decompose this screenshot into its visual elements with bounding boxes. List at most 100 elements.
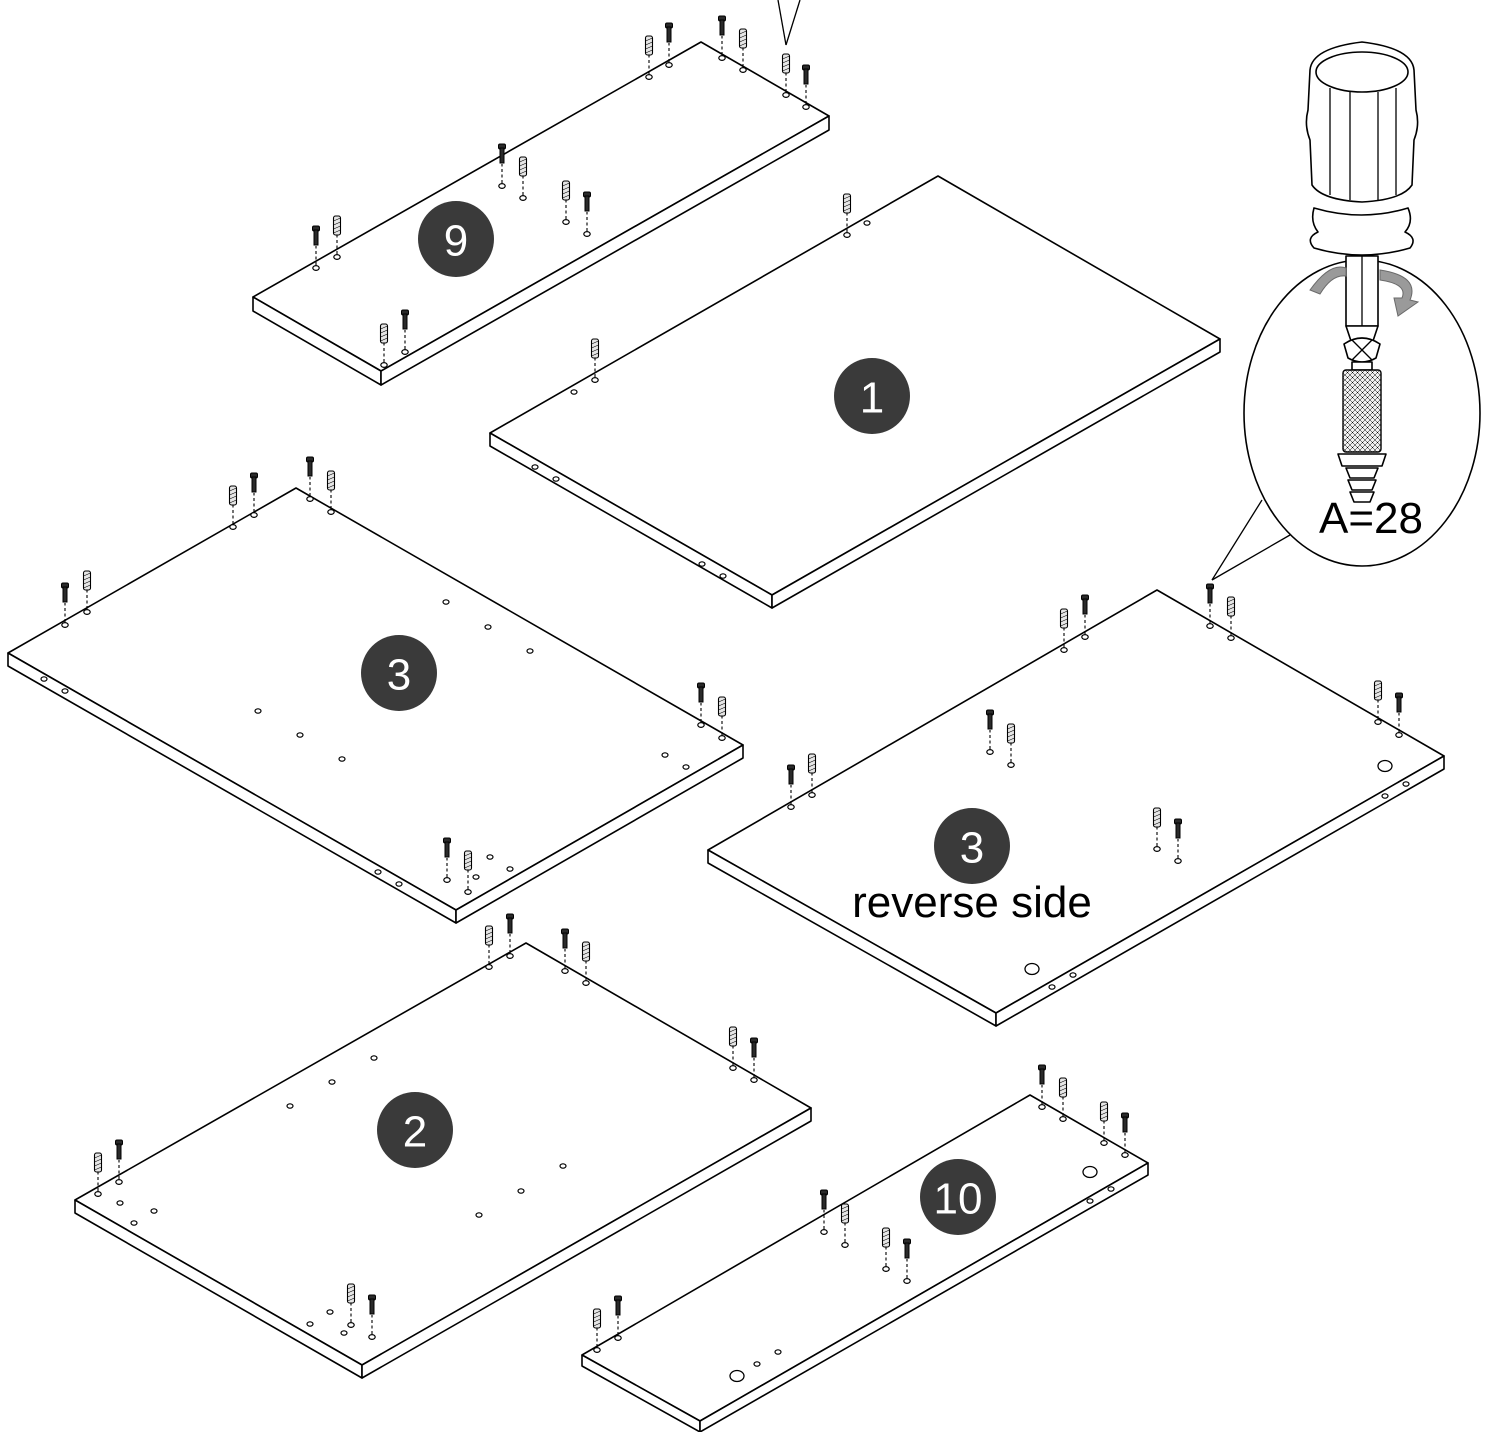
detail-callout: A=28 [1211,41,1481,581]
badge-label-2: 2 [403,1108,427,1157]
drill-hole [526,648,534,654]
badge-panel-9: 9 [418,201,494,277]
drill-hole [150,1208,158,1214]
dowel-icon [592,1308,602,1353]
cam-bolt-icon [583,191,591,238]
badge-label-9: 9 [444,217,468,266]
dowel-icon [881,1227,891,1272]
cam-bolt-icon [443,837,451,883]
badge-panel-1: 1 [834,358,910,434]
drill-hole [254,708,262,714]
dowel-icon [463,850,473,895]
dowel-icon [590,338,600,384]
cam-bolt-icon [498,143,506,190]
drill-hole [1069,972,1077,978]
dowel-icon [1152,807,1162,852]
panel-3 [7,487,744,924]
drill-hole [1107,1186,1115,1192]
drill-hole [116,1200,124,1206]
drill-hole [40,676,48,682]
cam-hole [1082,1165,1098,1179]
badge-label-3: 3 [387,651,411,700]
drill-hole [753,1361,761,1367]
drill-hole [296,732,304,738]
drill-hole [340,1330,348,1336]
drill-hole [719,573,727,579]
badge-label-3-reverse: 3 [960,824,984,873]
drill-hole [338,756,346,762]
dowel-icon [581,941,591,986]
cam-bolt-icon [401,309,409,356]
cam-hole [729,1369,745,1383]
cam-bolt-icon [250,472,258,518]
dowel-icon [93,1152,103,1197]
drill-hole [486,854,494,860]
dowel-icon [82,570,92,615]
cam-bolt-icon [506,913,514,959]
badge-panel-3: 3 [361,635,437,711]
cam-bolt-icon [1121,1112,1129,1158]
panel-10 [581,1094,1149,1432]
cam-bolt-icon [1038,1064,1046,1110]
cam-bolt-icon [820,1189,828,1235]
drill-hole [1048,984,1056,990]
dowel-icon [728,1026,738,1071]
cam-bolt-icon [115,1139,123,1185]
drill-hole [306,1321,314,1327]
dowel-icon [484,925,494,970]
drill-hole [570,389,578,395]
detail-label: A=28 [1319,494,1423,543]
dowel-icon [840,1203,850,1248]
dowel-icon [228,485,238,530]
cam-bolt-icon [561,928,569,974]
drill-hole [484,624,492,630]
drill-hole [1402,781,1410,787]
dowel-icon [738,28,748,73]
drill-hole [774,1349,782,1355]
dowel-icon [842,193,852,239]
dowel-icon [644,35,654,80]
drill-hole [472,874,480,880]
cam-bolt-icon [1174,818,1182,864]
dowel-icon [781,53,791,98]
dowel-icon [1226,596,1236,641]
badge-label-10: 10 [934,1175,983,1224]
dowel-icon [1059,608,1069,653]
cam-bolt-icon [614,1295,622,1341]
drill-hole [661,752,669,758]
rotation-arrow-icon [1309,266,1420,317]
cam-bolt-icon [368,1294,376,1340]
drill-hole [395,881,403,887]
cam-bolt-icon [306,456,314,503]
drill-hole [506,866,514,872]
cam-bolt-icon [986,709,994,755]
drill-hole [286,1103,294,1109]
fittings-layer [40,15,1410,1383]
cam-bolt-icon [1337,337,1387,503]
reverse-side-caption: reverse side [852,878,1092,927]
dowel-icon [326,470,336,516]
drill-hole [1381,793,1389,799]
dowel-icon [807,753,817,798]
drill-hole [531,464,539,470]
dowel-icon [379,323,389,369]
cam-hole [1024,962,1040,976]
drill-hole [698,561,706,567]
drill-hole [475,1212,483,1218]
dowel-icon [332,215,342,261]
drill-hole [130,1220,138,1226]
drill-hole [61,688,69,694]
cam-bolt-icon [697,682,705,728]
drill-hole [328,1079,336,1085]
badge-panel-3-reverse: 3 [934,808,1010,884]
cam-bolt-icon [1395,692,1403,738]
dowel-icon [717,696,727,741]
drill-hole [374,869,382,875]
drill-hole [682,764,690,770]
cam-bolt-icon [718,15,726,61]
drill-hole [559,1163,567,1169]
dowel-icon [346,1283,356,1328]
drill-hole [517,1188,525,1194]
drill-hole [1086,1198,1094,1204]
